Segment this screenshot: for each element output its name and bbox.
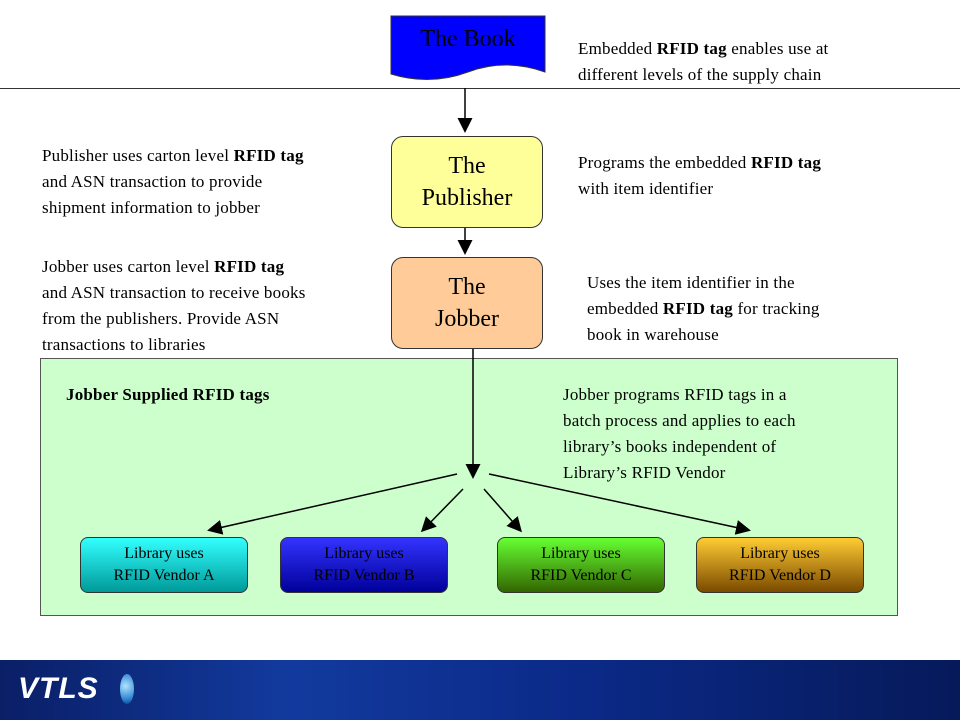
library-vendor: RFID Vendor C [530, 567, 632, 584]
note-text: Publisher uses carton level [42, 146, 234, 165]
panel-desc-line: Jobber programs RFID tags in a [563, 385, 787, 404]
note-text: from the publishers. Provide ASN [42, 309, 280, 328]
note-text: Jobber uses carton level [42, 257, 215, 276]
note-bold: RFID tag [662, 299, 733, 318]
note-jobber-right: Uses the item identifier in the embedded… [587, 270, 820, 348]
note-text: Embedded [578, 39, 657, 58]
library-label: Library uses [740, 545, 820, 562]
note-text: Uses the item identifier in the [587, 273, 795, 292]
vtls-logo: VTLS [18, 672, 99, 705]
library-label: Library uses [324, 545, 404, 562]
publisher-node: The Publisher [391, 136, 543, 228]
library-label: Library uses [541, 545, 621, 562]
note-publisher-left: Publisher uses carton level RFID tag and… [42, 143, 304, 221]
note-text: shipment information to jobber [42, 198, 260, 217]
book-shape [390, 15, 546, 81]
note-text: enables use at [726, 39, 829, 58]
note-book: Embedded RFID tag enables use at differe… [578, 36, 828, 88]
note-text: for tracking [733, 299, 820, 318]
library-vendor: RFID Vendor D [729, 567, 831, 584]
publisher-label-line2: Publisher [421, 185, 513, 211]
book-label: The Book [420, 26, 516, 52]
note-text: different levels of the supply chain [578, 65, 822, 84]
note-jobber-left: Jobber uses carton level RFID tag and AS… [42, 254, 306, 358]
panel-desc-line: Library’s RFID Vendor [563, 463, 726, 482]
note-text: Programs the embedded [578, 153, 751, 172]
note-bold: RFID tag [233, 146, 304, 165]
note-text: and ASN transaction to receive books [42, 283, 306, 302]
note-publisher-right: Programs the embedded RFID tag with item… [578, 150, 821, 202]
panel-description: Jobber programs RFID tags in a batch pro… [563, 382, 796, 486]
note-bold: RFID tag [750, 153, 822, 172]
note-text: with item identifier [578, 179, 714, 198]
note-bold: RFID tag [214, 257, 285, 276]
library-vendor: RFID Vendor A [113, 567, 215, 584]
jobber-label-line1: The [448, 274, 486, 300]
footer-banner [0, 660, 960, 720]
library-label: Library uses [124, 545, 204, 562]
publisher-label-line1: The [448, 153, 486, 179]
jobber-label-line2: Jobber [435, 306, 499, 332]
library-vendor: RFID Vendor B [313, 567, 415, 584]
jobber-node: The Jobber [391, 257, 543, 349]
panel-title: Jobber Supplied RFID tags [66, 385, 270, 404]
note-text: book in warehouse [587, 325, 719, 344]
divider-line [0, 88, 960, 89]
note-text: embedded [587, 299, 663, 318]
globe-icon [120, 674, 134, 704]
panel-desc-line: library’s books independent of [563, 437, 777, 456]
note-text: transactions to libraries [42, 335, 206, 354]
panel-desc-line: batch process and applies to each [563, 411, 796, 430]
note-bold: RFID tag [656, 39, 727, 58]
note-text: and ASN transaction to provide [42, 172, 263, 191]
